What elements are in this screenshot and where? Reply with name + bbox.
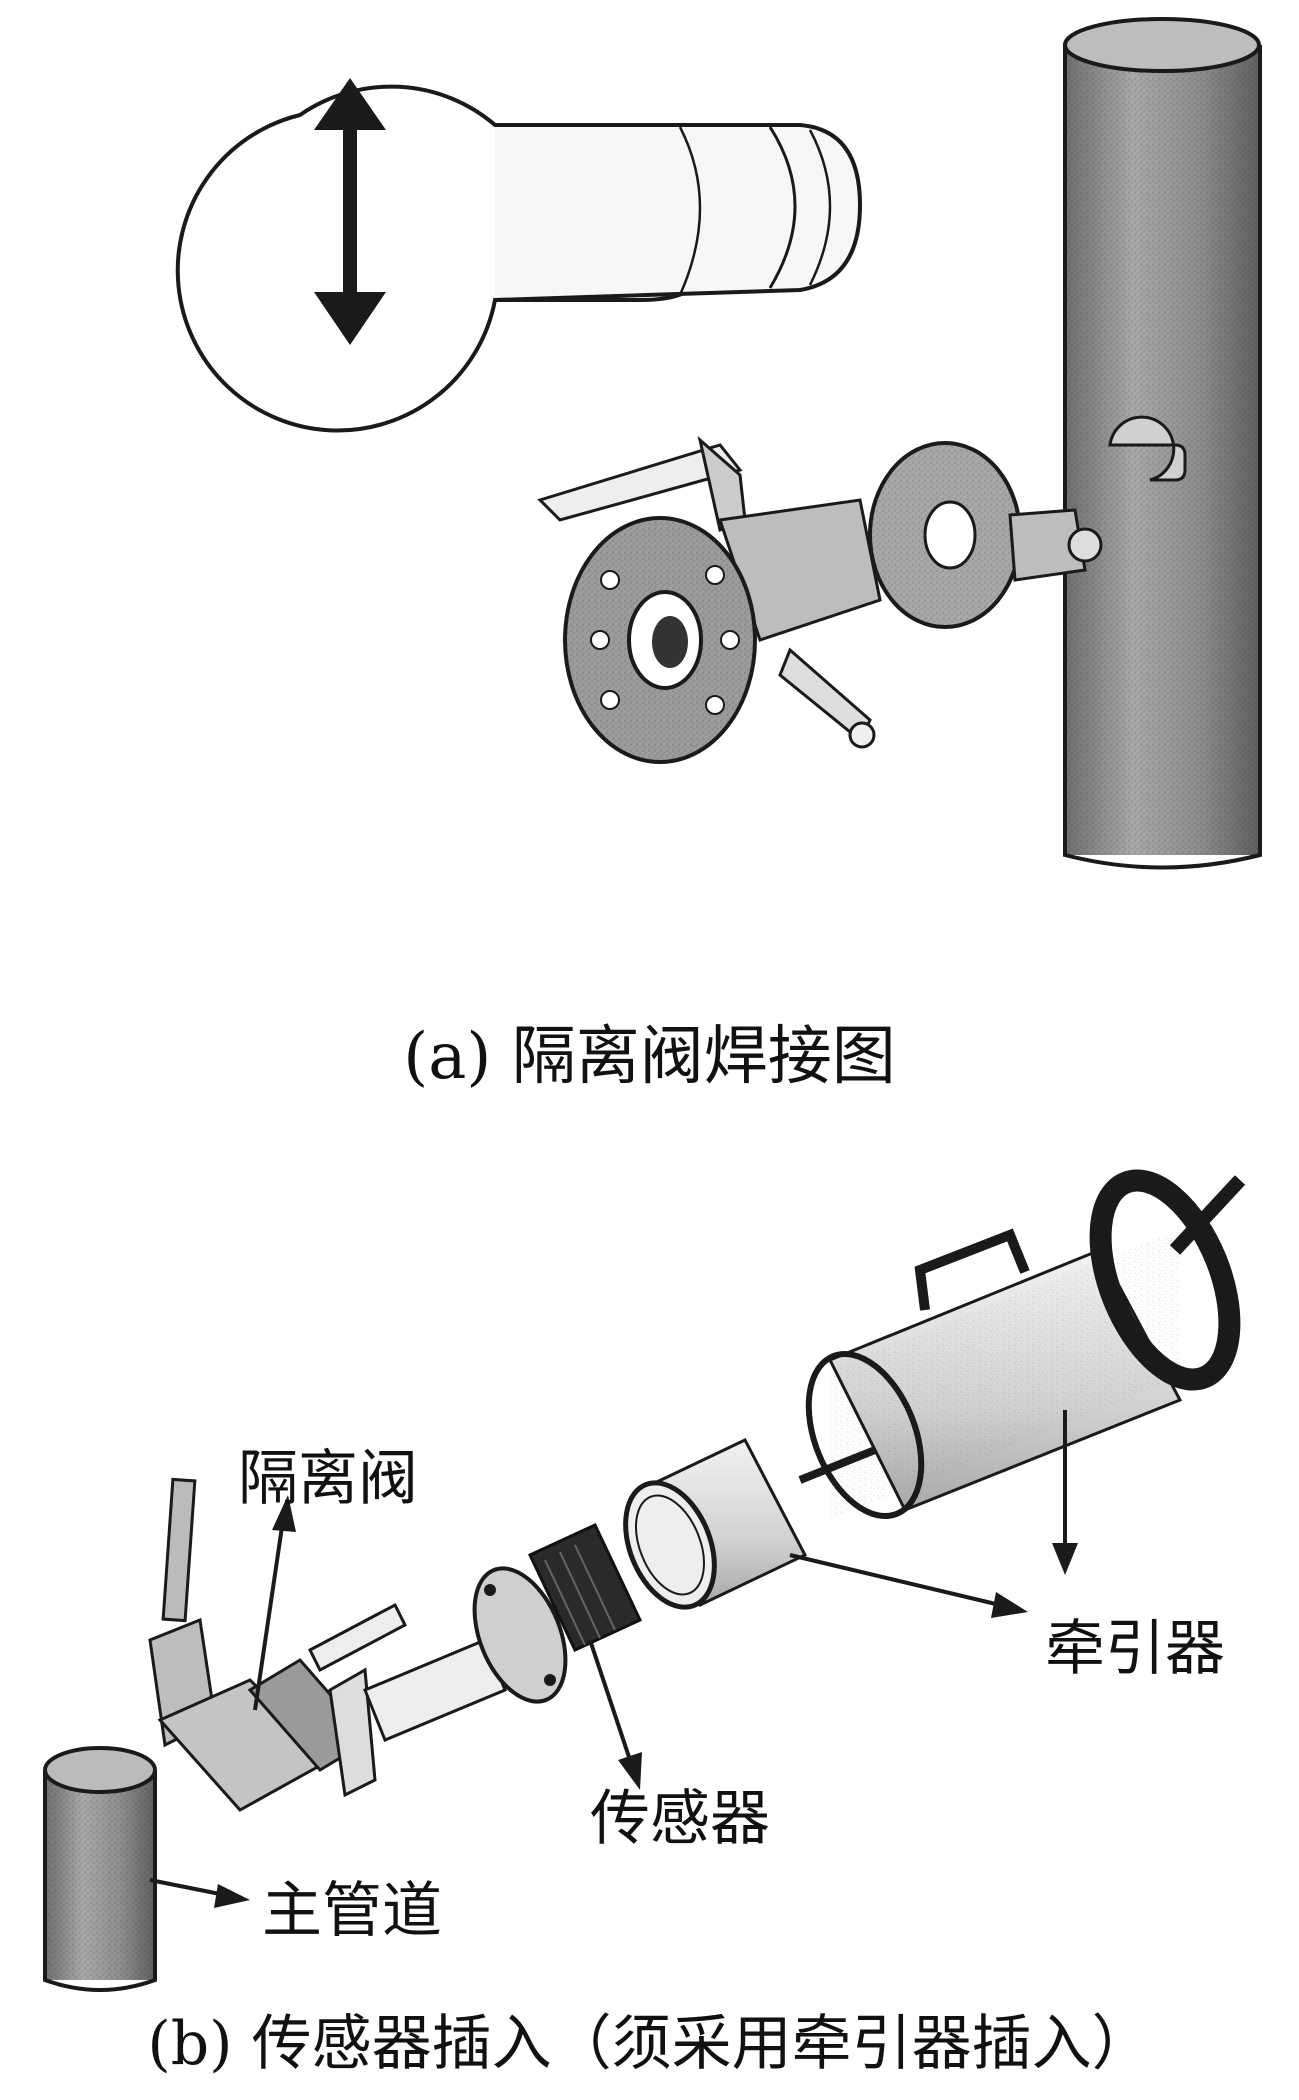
arrow-to-retractor-body (1052, 1410, 1078, 1575)
arrow-to-sensor (588, 1639, 642, 1790)
vertical-pipe (1063, 17, 1262, 870)
isolation-valve-b (148, 1477, 407, 1812)
figure-b-illustration (43, 1169, 1246, 1992)
sensor-band (527, 1523, 643, 1652)
isolation-valve-a (537, 435, 1103, 764)
retractor-body (798, 1169, 1246, 1520)
double-arrow-icon (314, 78, 386, 345)
figure-a-caption: (a) 隔离阀焊接图 (403, 1020, 896, 1094)
arrow-to-main-pipe (149, 1878, 250, 1908)
keyhole-detail (175, 78, 863, 433)
label-sensor: 传感器 (590, 1784, 770, 1854)
arrow-to-valve (253, 1495, 296, 1711)
figure-b-caption: (b) 传感器插入（须采用牵引器插入） (147, 2009, 1152, 2079)
main-pipe-b (43, 1746, 157, 1992)
figure-a-illustration (175, 17, 1262, 870)
label-main-pipe: 主管道 (262, 1876, 442, 1946)
sensor-assembly (363, 1523, 643, 1742)
arrow-to-retractor-sleeve (789, 1553, 1028, 1618)
label-retractor: 牵引器 (1045, 1614, 1225, 1684)
retractor-sleeve (623, 1438, 808, 1610)
label-isolation-valve: 隔离阀 (238, 1444, 418, 1514)
